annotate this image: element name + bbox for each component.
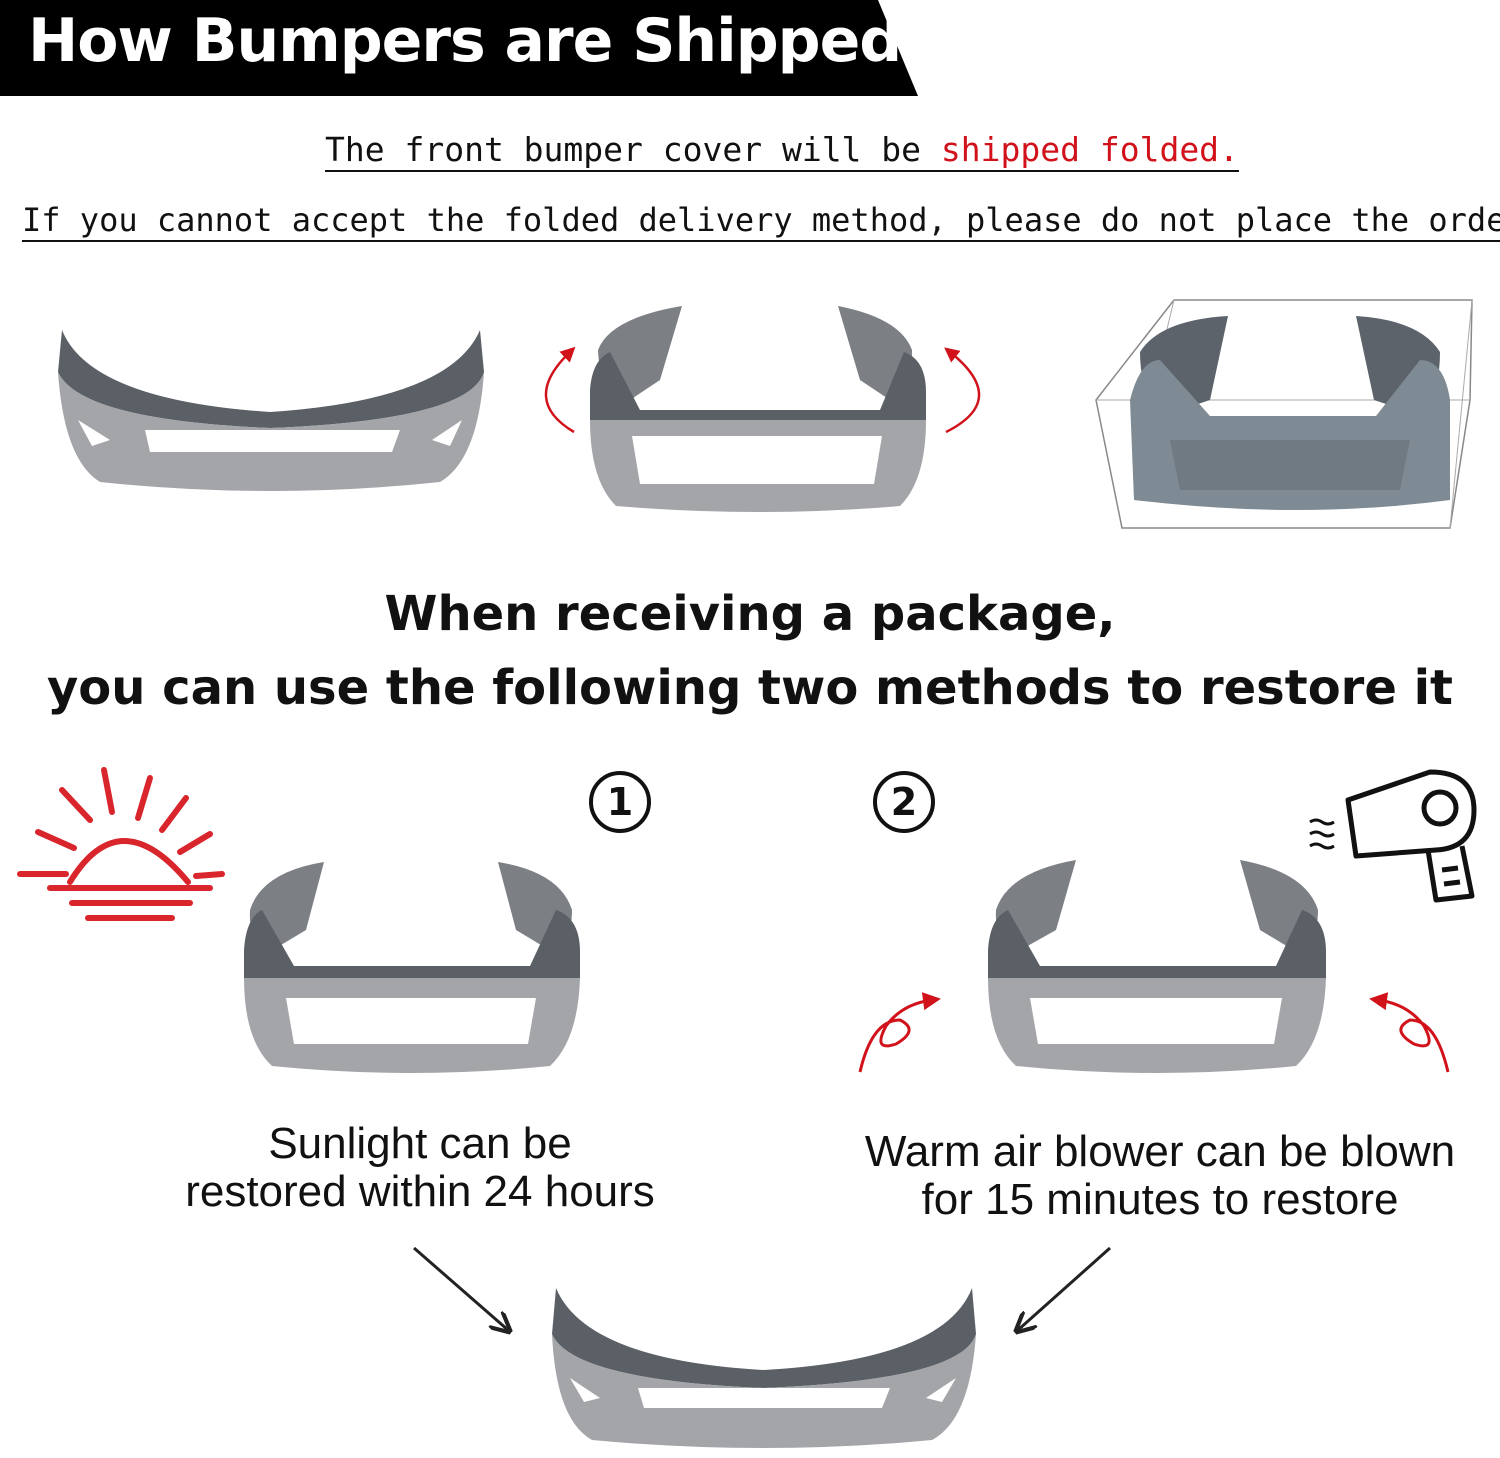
header-banner: How Bumpers are Shipped — [0, 0, 920, 96]
method-2-caption-line-1: Warm air blower can be blown — [864, 1127, 1456, 1176]
method-1-badge: 1 — [589, 771, 651, 833]
banner-shape — [0, 0, 918, 96]
boxed-bumper — [1095, 299, 1473, 529]
method-2-badge: 2 — [873, 771, 935, 833]
hair-dryer-icon — [1309, 769, 1477, 903]
instruction-headline-2: you can use the following two methods to… — [46, 660, 1453, 716]
restored-bumper — [552, 1288, 976, 1448]
flat-bumper — [58, 330, 484, 491]
instruction-headline-1: When receiving a package, — [384, 586, 1116, 642]
order-warning: If you cannot accept the folded delivery… — [22, 200, 1500, 242]
arrow-down-right — [413, 1246, 508, 1330]
folded-bumper — [544, 306, 981, 512]
method-1-caption: Sunlight can be restored within 24 hours — [120, 1120, 720, 1216]
arrow-down-left — [1018, 1246, 1111, 1330]
method-2-bumper — [858, 860, 1450, 1073]
page-title: How Bumpers are Shipped — [28, 6, 902, 76]
shipping-notice-text: The front bumper cover will be — [325, 130, 941, 169]
method-2-caption: Warm air blower can be blown for 15 minu… — [830, 1128, 1490, 1224]
method-2-caption-line-2: for 15 minutes to restore — [921, 1175, 1399, 1224]
shipping-notice: The front bumper cover will be shipped f… — [325, 130, 1239, 172]
sun-icon — [17, 767, 225, 921]
method-1-caption-line-2: restored within 24 hours — [185, 1167, 655, 1216]
shipping-notice-highlight: shipped folded. — [940, 130, 1239, 169]
method-1-caption-line-1: Sunlight can be — [268, 1119, 572, 1168]
method-1-bumper — [244, 862, 580, 1073]
